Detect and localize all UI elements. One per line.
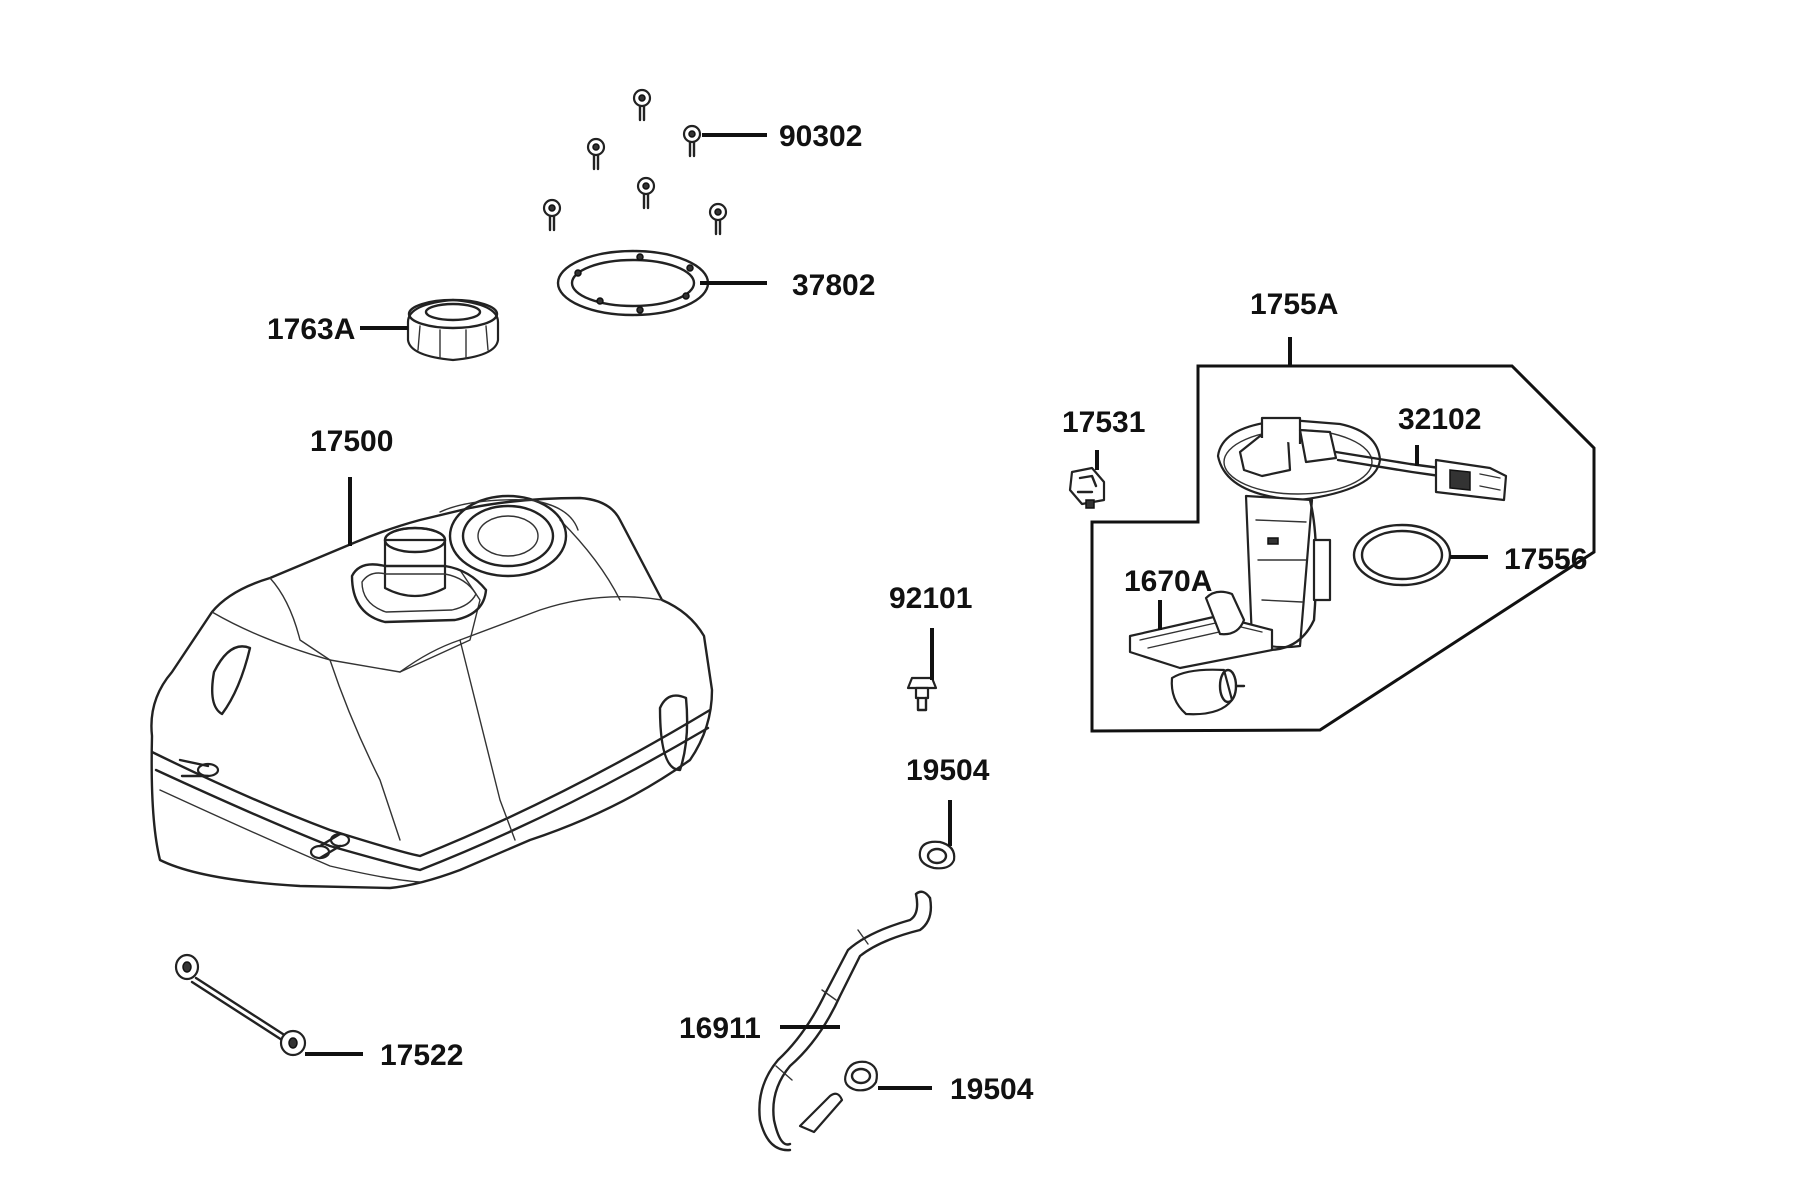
part-label-37802: 37802 xyxy=(792,269,875,302)
part-label-17522: 17522 xyxy=(380,1039,463,1072)
pump-connector xyxy=(1434,458,1508,502)
part-label-19504-upper: 19504 xyxy=(906,754,990,787)
tank-mount-boss-right xyxy=(309,832,351,860)
fuel-hose xyxy=(758,890,933,1152)
part-label-1763A: 1763A xyxy=(267,313,355,346)
tank-mount-boss-left xyxy=(178,758,220,778)
leader-lines xyxy=(305,133,1488,1090)
screw xyxy=(636,176,656,210)
screw xyxy=(542,198,562,232)
fuel-pump xyxy=(1216,416,1508,652)
fuel-strainer xyxy=(1128,590,1274,716)
clip xyxy=(1068,466,1106,509)
part-label-19504-lower: 19504 xyxy=(950,1073,1034,1106)
part-label-16911: 16911 xyxy=(679,1012,761,1045)
gasket xyxy=(556,249,710,317)
part-label-32102: 32102 xyxy=(1398,403,1481,436)
part-labels: 90302 37802 1763A 17500 1755A 17531 3210… xyxy=(267,120,1587,1106)
hose-clamp-lower xyxy=(844,1060,878,1092)
part-label-17556: 17556 xyxy=(1504,543,1587,576)
rubber-grommet xyxy=(174,953,307,1057)
bolt xyxy=(906,676,938,712)
fuel-tank xyxy=(150,494,714,890)
part-label-92101: 92101 xyxy=(889,582,972,615)
fuel-pump-assembly-frame xyxy=(1090,364,1596,733)
part-label-1755A: 1755A xyxy=(1250,288,1338,321)
part-label-1670A: 1670A xyxy=(1124,565,1212,598)
screw xyxy=(682,124,702,158)
screw xyxy=(708,202,728,236)
hose-clamp-upper xyxy=(918,840,956,870)
part-label-17500: 17500 xyxy=(310,425,393,458)
part-label-17531: 17531 xyxy=(1062,406,1145,439)
part-label-90302: 90302 xyxy=(779,120,862,153)
filler-cap xyxy=(406,298,500,362)
fuel-level-float xyxy=(1170,668,1246,716)
o-ring xyxy=(1352,523,1452,587)
screw xyxy=(586,137,606,171)
screw xyxy=(632,88,652,122)
screw-group xyxy=(542,88,728,236)
